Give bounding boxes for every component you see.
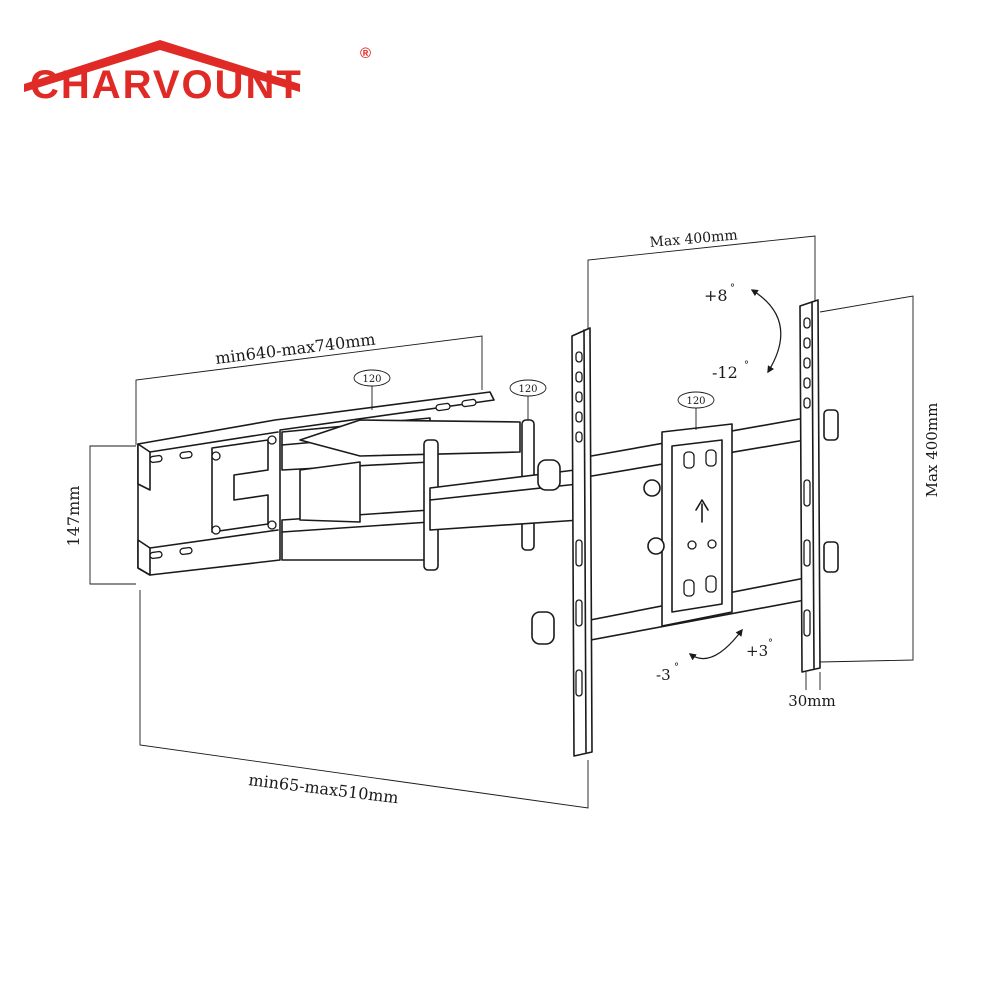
- svg-text:°: °: [768, 638, 773, 649]
- support-arms: [281, 417, 581, 645]
- level-left-label: -3 °: [656, 662, 679, 684]
- vesa-height-label: Max 400mm: [923, 403, 941, 498]
- wall-plate-height-label: 147mm: [64, 486, 83, 547]
- swivel-badge-wall: 120: [353, 369, 391, 410]
- level-arrow-icon: [688, 628, 743, 661]
- brand-name: CHARVOUNT: [30, 63, 303, 107]
- svg-text:°: °: [730, 283, 735, 294]
- svg-text:120: 120: [518, 384, 537, 395]
- wall-distance-label: min65-max510mm: [248, 770, 400, 807]
- tilt-up-label: +8 °: [704, 283, 735, 305]
- svg-text:+8: +8: [704, 286, 728, 305]
- tilt-arrow-icon: [750, 289, 782, 374]
- arm-extension-label: min640-max740mm: [214, 329, 376, 367]
- tilt-down-label: -12 °: [712, 360, 749, 382]
- brand-logo: CHARVOUNT ®: [24, 40, 371, 107]
- logo-roof-icon: [24, 40, 300, 92]
- swivel-badge-head: 120: [677, 391, 715, 430]
- level-right-label: +3 °: [746, 638, 773, 660]
- svg-text:°: °: [744, 360, 749, 371]
- svg-text:120: 120: [686, 396, 705, 407]
- svg-text:+3: +3: [746, 642, 768, 660]
- svg-text:-12: -12: [712, 363, 738, 382]
- svg-text:°: °: [674, 662, 679, 673]
- vesa-width-label: Max 400mm: [649, 227, 738, 251]
- svg-text:-3: -3: [656, 666, 671, 684]
- svg-text:120: 120: [362, 374, 381, 385]
- swivel-badge-elbow: 120: [509, 379, 547, 420]
- tv-head: [579, 409, 839, 643]
- dimension-lines: [89, 235, 914, 809]
- profile-depth-label: 30mm: [788, 692, 836, 710]
- registered-mark: ®: [360, 45, 371, 62]
- vesa-rails: [571, 299, 821, 757]
- wall-plate: [137, 391, 495, 576]
